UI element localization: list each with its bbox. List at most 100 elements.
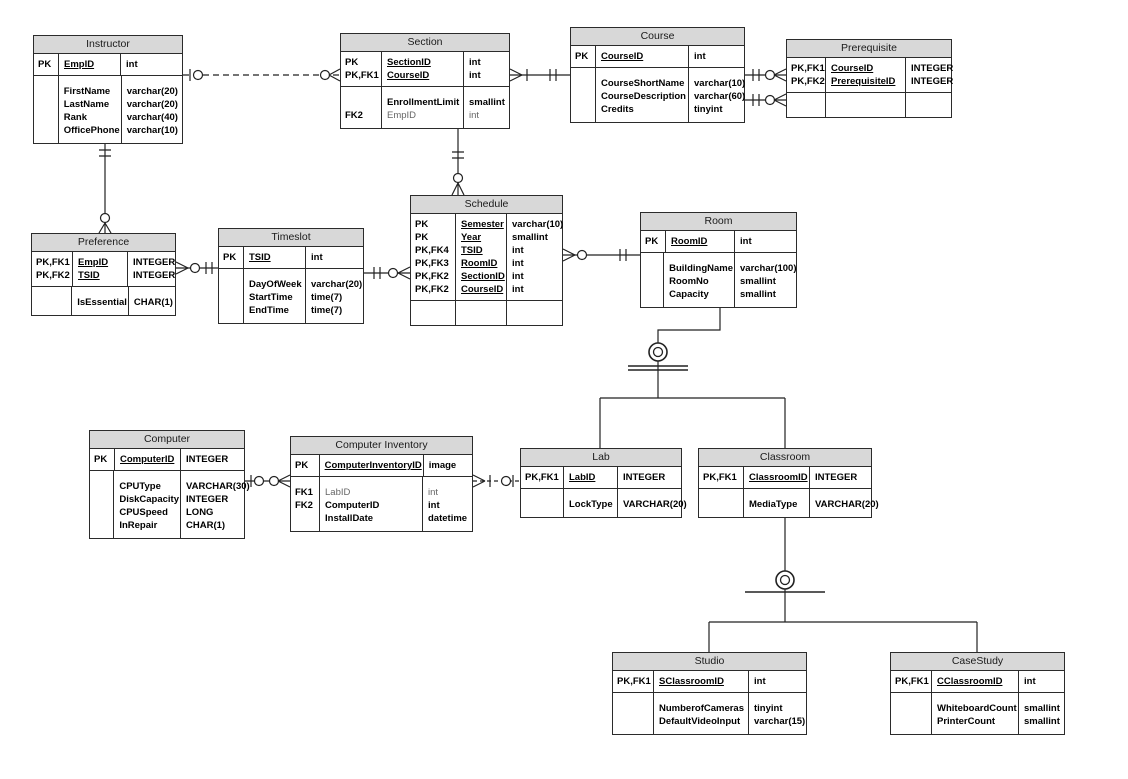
- rel-section-course: [506, 68, 575, 82]
- entity-title: Preference: [32, 234, 175, 251]
- key-tag: [223, 304, 242, 317]
- attr-name: EmpID: [78, 257, 109, 268]
- key-tag: PK,FK4: [415, 245, 449, 256]
- entity-title: Instructor: [34, 36, 182, 53]
- key-tag: [38, 124, 57, 137]
- attr-type: smallint: [512, 232, 548, 243]
- key-tag: PK,FK1: [703, 472, 737, 483]
- attr-name: SClassroomID: [659, 676, 724, 687]
- key-tag: [295, 512, 318, 525]
- key-tag: PK,FK2: [415, 271, 449, 282]
- key-tag: [36, 296, 70, 309]
- key-tag: PK: [295, 460, 309, 471]
- entity-title: Room: [641, 213, 796, 230]
- attr-name: LabID: [569, 472, 596, 483]
- attr-type: varchar(100): [740, 263, 797, 274]
- key-tag: [617, 715, 652, 728]
- attr-type: int: [512, 258, 524, 269]
- rel-schedule-room: [559, 248, 644, 262]
- key-tag: [223, 278, 242, 291]
- attr-type: int: [512, 284, 524, 295]
- attr-name: SectionID: [461, 271, 505, 282]
- key-tag: PK,FK1: [345, 70, 379, 81]
- rel-timeslot-preference: [172, 261, 222, 275]
- entity-title: Computer: [90, 431, 244, 448]
- key-tag: PK,FK2: [791, 76, 825, 87]
- attr-type: varchar(10): [126, 125, 178, 136]
- key-tag: PK,FK1: [617, 676, 651, 687]
- attr-name: Semester: [461, 219, 504, 230]
- attr-name: PrinterCount: [937, 716, 996, 727]
- rel-instructor-preference: [98, 135, 112, 238]
- attr-name: NumberofCameras: [659, 703, 744, 714]
- attr-name: RoomID: [671, 236, 708, 247]
- entity-title: Prerequisite: [787, 40, 951, 57]
- attr-name: ComputerID: [120, 454, 175, 465]
- attr-type: INTEGER: [911, 76, 954, 87]
- attr-type: varchar(40): [126, 112, 178, 123]
- attr-name: IsEssential: [77, 297, 127, 308]
- key-tag: [575, 103, 594, 116]
- key-tag: PK: [645, 236, 659, 247]
- key-tag: FK1: [295, 487, 313, 498]
- attr-name: Rank: [63, 112, 87, 123]
- attr-name: TSID: [249, 252, 271, 263]
- attr-type: tinyint: [694, 104, 723, 115]
- key-tag: PK,FK1: [36, 257, 70, 268]
- attr-type: VARCHAR(20): [815, 499, 879, 510]
- rel-section-schedule: [451, 120, 465, 200]
- attr-type: time(7): [311, 292, 343, 303]
- attr-type: VARCHAR(20): [623, 499, 687, 510]
- key-tag: PK,FK1: [525, 472, 559, 483]
- entity-section: LockType VARCHAR(20): [521, 488, 687, 517]
- entity-title: Course: [571, 28, 744, 45]
- key-tag: [94, 506, 112, 519]
- attr-name: SectionID: [387, 57, 431, 68]
- key-tag: PK,FK2: [415, 284, 449, 295]
- attr-type: INTEGER: [623, 472, 666, 483]
- key-tag: FK2: [345, 110, 363, 121]
- attr-type: int: [311, 252, 323, 263]
- attr-type: int: [469, 57, 481, 68]
- key-tag: [345, 96, 380, 109]
- attr-name: FirstName: [63, 86, 111, 97]
- attr-name: ClassroomID: [749, 472, 808, 483]
- key-tag: [38, 111, 57, 124]
- attr-type: smallint: [1024, 703, 1060, 714]
- attr-type: int: [428, 487, 439, 498]
- attr-type: datetime: [428, 513, 468, 524]
- key-tag: [895, 702, 930, 715]
- attr-name: LockType: [569, 499, 613, 510]
- attr-type: INTEGER: [815, 472, 858, 483]
- key-tag: [38, 98, 57, 111]
- attr-name: EnrollmentLimit: [387, 97, 460, 108]
- key-tag: PK: [94, 454, 108, 465]
- attr-name: BuildingName: [669, 263, 733, 274]
- attr-name: InstallDate: [325, 513, 374, 524]
- key-tag: [645, 262, 662, 275]
- attr-type: image: [428, 460, 457, 471]
- attr-name: Year: [461, 232, 482, 243]
- entity-title: Section: [341, 34, 509, 51]
- key-tag: PK: [415, 219, 429, 230]
